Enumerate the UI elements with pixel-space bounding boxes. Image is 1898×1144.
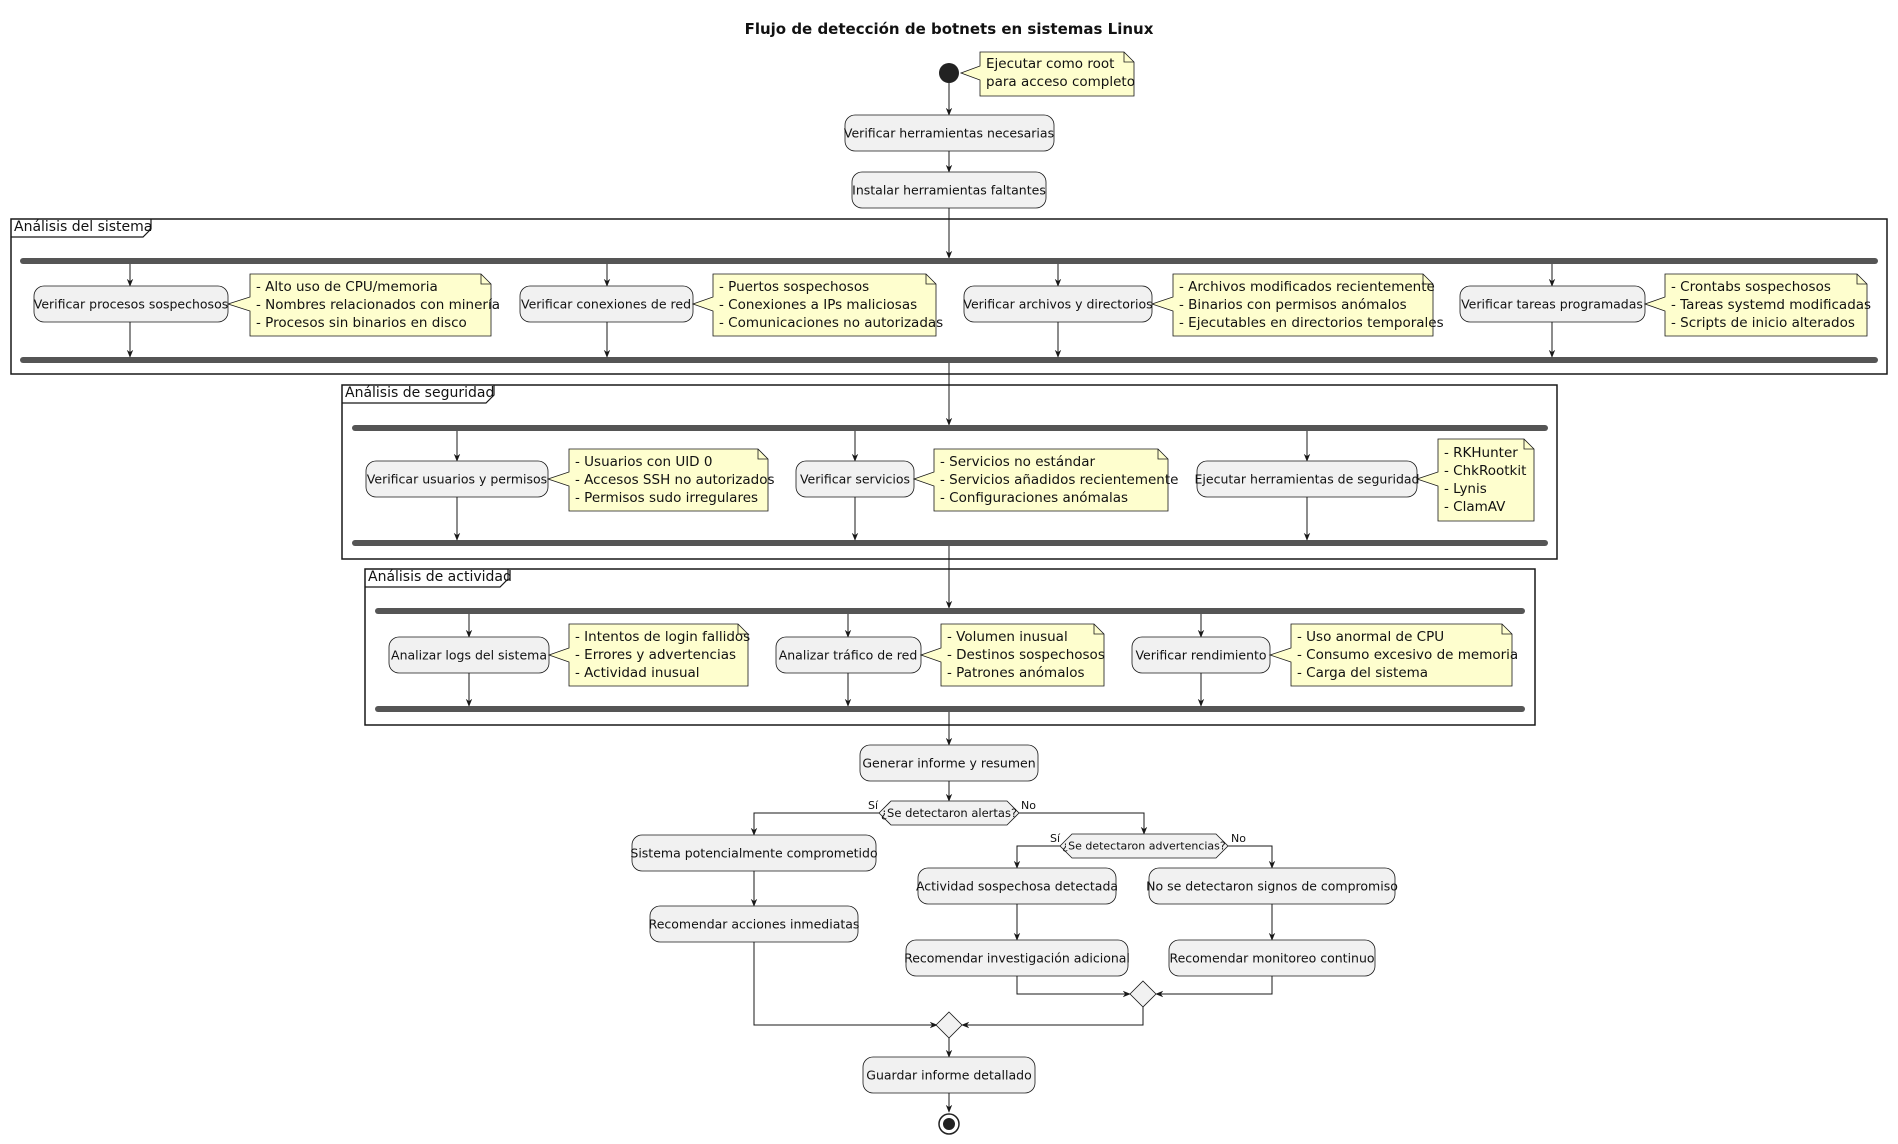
fork-bar-system [20, 258, 1878, 264]
activity-compromised-label: Sistema potencialmente comprometido [630, 845, 878, 861]
activity-scheduled-label: Verificar tareas programadas [1461, 296, 1643, 312]
activity-install-tools-label: Instalar herramientas faltantes [852, 182, 1046, 198]
note-services [912, 448, 1169, 512]
note-users [546, 448, 769, 512]
note-logs [547, 623, 749, 687]
decision-alerts-label: ¿Se detectaron alertas? [880, 806, 1018, 820]
activity-security-tools-label: Ejecutar herramientas de seguridad [1194, 471, 1420, 487]
note-traffic-text: - Volumen inusual - Destinos sospechosos… [947, 629, 1105, 681]
activity-save-report-label: Guardar informe detallado [866, 1067, 1032, 1083]
note-network [691, 273, 937, 337]
partition-security-label: Análisis de seguridad [345, 385, 495, 401]
activity-performance-label: Verificar rendimiento [1135, 647, 1267, 663]
activity-network-label: Verificar conexiones de red [520, 296, 692, 312]
activity-investigate-label: Recomendar investigación adicional [904, 950, 1130, 966]
decision-alerts-yes: Sí [868, 799, 879, 812]
fork-bar-activity [375, 608, 1525, 614]
join-bar-activity [375, 706, 1525, 712]
note-users-text: - Usuarios con UID 0 - Accesos SSH no au… [575, 454, 775, 506]
partition-activity-frame [364, 568, 1536, 726]
activity-services-label: Verificar servicios [799, 471, 911, 487]
decision-warnings-label: ¿Se detectaron advertencias? [1062, 839, 1226, 853]
start-note: Ejecutar como root para acceso completo [986, 56, 1135, 90]
fork-bar-security [352, 425, 1548, 431]
note-files [1150, 273, 1434, 337]
note-logs-text: - Intentos de login fallidos - Errores y… [575, 629, 751, 681]
start-note-box [959, 51, 1135, 97]
activity-suspicious-label: Actividad sospechosa detectada [915, 878, 1119, 894]
join-bar-security [352, 540, 1548, 546]
decision-alerts-no: No [1021, 799, 1036, 812]
partition-activity-label: Análisis de actividad [368, 569, 512, 585]
note-services-text: - Servicios no estándar - Servicios añad… [940, 454, 1179, 506]
note-performance-text: - Uso anormal de CPU - Consumo excesivo … [1297, 629, 1519, 681]
partition-system-label: Análisis del sistema [14, 219, 153, 235]
activity-clean-label: No se detectaron signos de compromiso [1146, 878, 1398, 894]
note-traffic [919, 623, 1105, 687]
note-security-tools-text: - RKHunter - ChkRootkit - Lynis - ClamAV [1444, 445, 1527, 515]
note-performance [1268, 623, 1513, 687]
end-node [938, 1113, 960, 1135]
diagram-title: Flujo de detección de botnets en sistema… [744, 20, 1154, 38]
activity-immediate-label: Recomendar acciones inmediatas [648, 916, 860, 932]
decision-warnings-yes: Sí [1050, 832, 1061, 845]
join-bar-system [20, 357, 1878, 363]
activity-traffic-label: Analizar tráfico de red [778, 647, 918, 663]
activity-monitor-label: Recomendar monitoreo continuo [1169, 950, 1375, 966]
decision-warnings-no: No [1231, 832, 1246, 845]
activity-files-label: Verificar archivos y directorios [963, 296, 1153, 312]
note-processes-text: - Alto uso de CPU/memoria - Nombres rela… [256, 279, 500, 331]
activity-verify-tools-label: Verificar herramientas necesarias [843, 125, 1055, 141]
note-processes [226, 273, 492, 337]
note-scheduled-text: - Crontabs sospechosos - Tareas systemd … [1671, 279, 1872, 331]
note-network-text: - Puertos sospechosos - Conexiones a IPs… [719, 279, 944, 331]
note-scheduled [1643, 273, 1868, 337]
activity-users-label: Verificar usuarios y permisos [366, 471, 548, 487]
start-node [939, 63, 959, 83]
note-files-text: - Archivos modificados recientemente - B… [1179, 279, 1444, 331]
activity-generate-report-label: Generar informe y resumen [862, 755, 1036, 771]
activity-processes-label: Verificar procesos sospechosos [33, 296, 229, 312]
note-security-tools [1415, 438, 1535, 522]
activity-logs-label: Analizar logs del sistema [391, 647, 547, 663]
